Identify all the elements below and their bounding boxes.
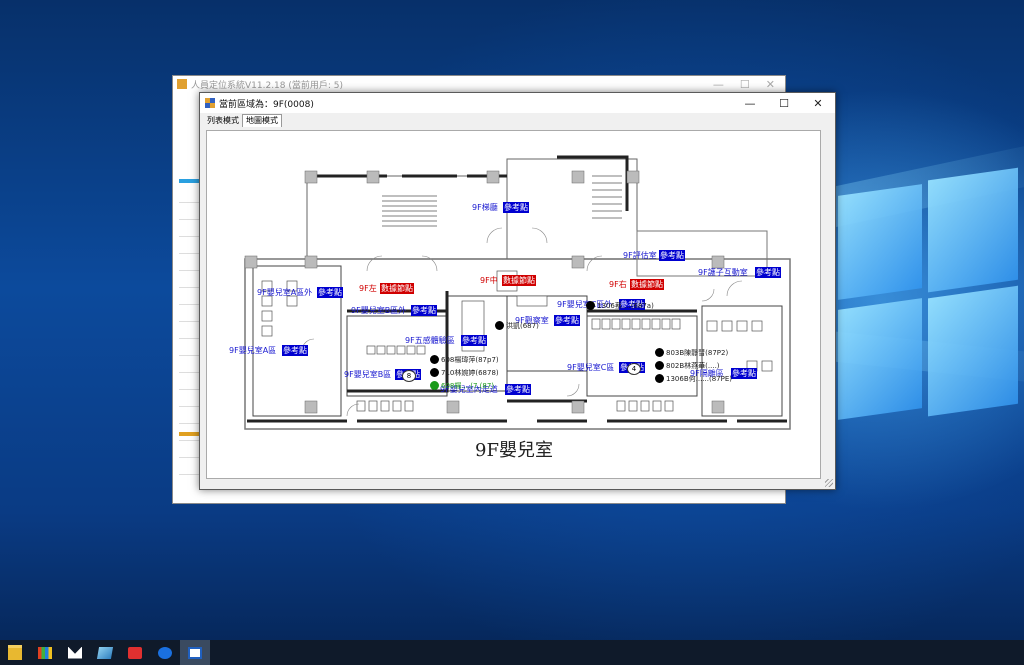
background-window-title: 人員定位系統V11.2.18 (當前用戶: 5): [191, 80, 344, 91]
person-count-badge[interactable]: 4: [627, 363, 641, 375]
floor-title: 9F嬰兒室: [475, 440, 553, 461]
mail-icon[interactable]: [60, 640, 90, 665]
person-label: 1306蔡....(687a): [597, 302, 654, 310]
person-marker[interactable]: [430, 381, 439, 390]
windows-logo-icon: [838, 167, 1018, 458]
notepad-icon[interactable]: [90, 640, 120, 665]
store-icon[interactable]: [30, 640, 60, 665]
zone-label: 9F中: [480, 276, 498, 285]
person-marker[interactable]: [655, 374, 664, 383]
person-marker[interactable]: [655, 348, 664, 357]
reference-point-tag[interactable]: 參考點: [505, 384, 531, 395]
zone-label: 9F五感體驗區: [405, 336, 455, 345]
reference-point-tag[interactable]: 參考點: [282, 345, 308, 356]
maximize-icon[interactable]: ☐: [739, 77, 750, 91]
zone-label: 9F嬰兒室C區: [567, 363, 615, 372]
reference-point-tag[interactable]: 參考點: [503, 202, 529, 213]
file-explorer-icon[interactable]: [0, 640, 30, 665]
person-marker[interactable]: [586, 301, 595, 310]
close-button[interactable]: ✕: [813, 96, 823, 110]
person-label: 803B陳靜彗(87P2): [666, 349, 729, 357]
minimize-button[interactable]: —: [744, 96, 756, 110]
background-window-titlebar[interactable]: 人員定位系統V11.2.18 (當前用戶: 5) — ☐ ✕: [173, 76, 785, 92]
person-label: 洪凱(687): [506, 322, 539, 330]
app-icon: [177, 79, 187, 89]
list-grid-column: [179, 186, 200, 486]
close-icon[interactable]: ✕: [765, 77, 775, 91]
reference-point-tag[interactable]: 參考點: [554, 315, 580, 326]
positioning-app-icon[interactable]: [180, 640, 210, 665]
person-label: 802B林燕華(....): [666, 362, 720, 370]
reference-point-tag[interactable]: 參考點: [731, 368, 757, 379]
list-highlight-stripe: [179, 432, 199, 436]
floor-plan: [244, 155, 791, 430]
taskbar: [0, 640, 1024, 665]
person-label: 710林婉婷(6878): [441, 369, 499, 377]
reference-point-tag[interactable]: 參考點: [317, 287, 343, 298]
zone-label: 9F評估室: [623, 251, 657, 260]
person-marker[interactable]: [495, 321, 504, 330]
zone-label: 9F嬰兒室C區外: [557, 300, 613, 309]
list-header-stripe: [179, 179, 199, 183]
reference-point-tag[interactable]: 參考點: [755, 267, 781, 278]
zone-label: 9F護子互動室: [698, 268, 748, 277]
data-node-tag[interactable]: 數據節點: [502, 275, 536, 286]
minimize-icon[interactable]: —: [712, 77, 724, 91]
resize-grip-icon[interactable]: [825, 479, 833, 487]
map-window-titlebar[interactable]: 當前區域為：9F(0008) — ☐ ✕: [200, 93, 835, 113]
reference-point-tag[interactable]: 參考點: [659, 250, 685, 261]
person-label: 608楊瑋萍(87p7): [441, 356, 499, 364]
mode-tabs: 列表模式 地圖模式: [200, 113, 835, 127]
map-window[interactable]: 當前區域為：9F(0008) — ☐ ✕ 列表模式 地圖模式: [199, 92, 836, 490]
zone-label: 9F嬰兒室A區外: [257, 288, 313, 297]
reference-point-tag[interactable]: 參考點: [619, 299, 645, 310]
person-marker[interactable]: [430, 368, 439, 377]
data-node-tag[interactable]: 數據節點: [380, 283, 414, 294]
anydesk-icon[interactable]: [120, 640, 150, 665]
map-panel: 9F梯廳 參考點 9F中 數據節點 9F左 數據節點 9F右 數據節點 9F評估…: [206, 130, 821, 479]
map-window-title: 當前區域為：9F(0008): [219, 99, 314, 110]
tab-map-mode[interactable]: 地圖模式: [242, 114, 282, 127]
zone-label: 9F嬰兒室內走道: [440, 385, 498, 394]
person-marker[interactable]: [430, 355, 439, 364]
reference-point-tag[interactable]: 參考點: [411, 305, 437, 316]
person-marker[interactable]: [655, 361, 664, 370]
person-label: 608楊....(7.(87): [441, 382, 495, 390]
tab-list-mode[interactable]: 列表模式: [207, 116, 239, 125]
person-label: 1306B何......(87PE): [666, 375, 732, 383]
zone-label: 9F隔離區: [690, 369, 724, 378]
zone-label: 9F觀察室: [515, 316, 549, 325]
zone-label: 9F左: [359, 284, 377, 293]
reference-point-tag[interactable]: 參考點: [461, 335, 487, 346]
teamviewer-icon[interactable]: [150, 640, 180, 665]
zone-label: 9F嬰兒室A區: [229, 346, 277, 355]
data-node-tag[interactable]: 數據節點: [630, 279, 664, 290]
zone-label: 9F嬰兒室B區: [344, 370, 392, 379]
maximize-button[interactable]: ☐: [779, 96, 789, 110]
person-count-badge[interactable]: 8: [402, 370, 416, 382]
zone-label: 9F右: [609, 280, 627, 289]
zone-label: 9F梯廳: [472, 203, 498, 212]
zone-label: 9F嬰兒室B區外: [351, 306, 407, 315]
app-icon: [205, 98, 215, 108]
